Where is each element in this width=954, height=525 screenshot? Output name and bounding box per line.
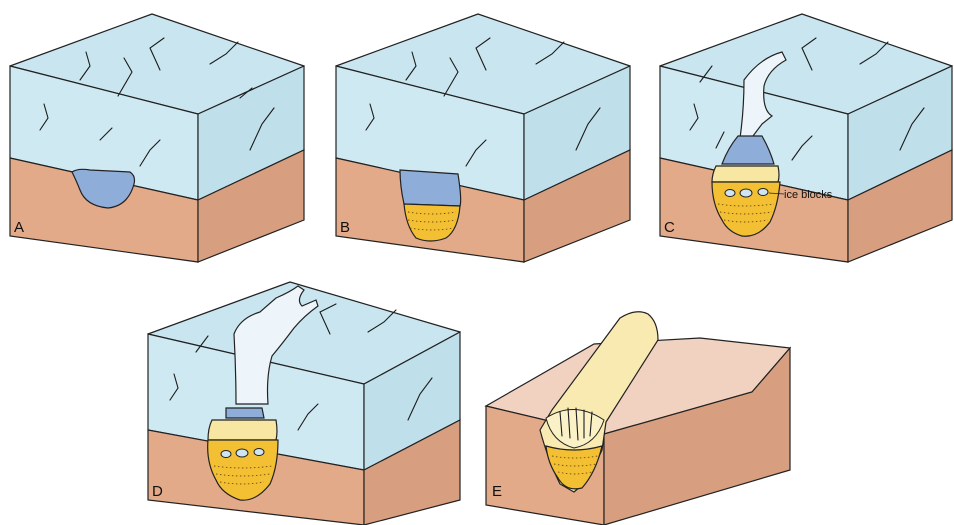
- panel-a: A: [10, 14, 304, 262]
- ice-block: [221, 451, 231, 458]
- panel-label: B: [340, 219, 350, 236]
- ice-block: [236, 449, 248, 457]
- ice-block: [740, 189, 752, 197]
- ice-blocks-label: ice blocks: [784, 189, 833, 201]
- upper-sediment: [712, 166, 779, 182]
- panel-b: B: [336, 14, 630, 262]
- panel-d: D: [148, 282, 460, 525]
- ice-block: [725, 190, 735, 197]
- upper-sediment: [208, 420, 277, 440]
- panel-label: C: [664, 219, 675, 236]
- meltwater-pool: [226, 408, 264, 418]
- panel-label: D: [152, 483, 163, 500]
- panel-e: E: [486, 312, 790, 525]
- ice-block: [254, 449, 264, 456]
- meltwater-channel: [400, 170, 461, 206]
- panel-label: A: [14, 219, 24, 236]
- panel-c: ice blocks C: [660, 14, 952, 262]
- ice-block: [758, 189, 768, 196]
- panel-label: E: [492, 483, 502, 500]
